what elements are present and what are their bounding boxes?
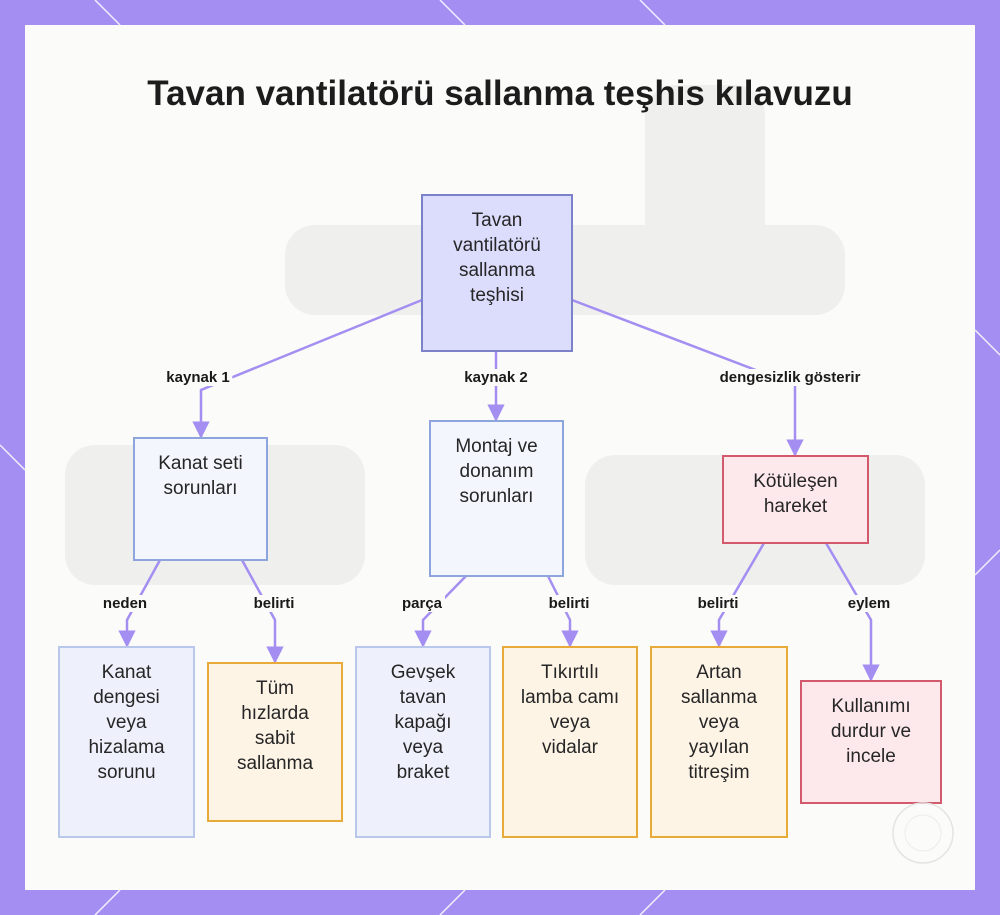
edge-label-kaynak-1: kaynak 1 <box>163 369 233 386</box>
node-blade-issues: Kanat seti sorunları <box>133 437 268 561</box>
edge-label-belirti-3: belirti <box>694 595 742 612</box>
edge-mount-rattle <box>546 575 579 648</box>
edge-worse-increasing <box>710 542 766 648</box>
node-constant-wobble: Tüm hızlarda sabit sallanma <box>207 662 343 822</box>
edge-label-dengesizlik: dengesizlik gösterir <box>716 369 864 386</box>
node-rattling-glass: Tıkırtılı lamba camı veya vidalar <box>502 646 638 838</box>
watermark-logo-icon <box>892 802 954 864</box>
page-title: Tavan vantilatörü sallanma teşhis kılavu… <box>147 74 853 113</box>
edge-worse-stop <box>824 542 880 682</box>
node-stop-inspect: Kullanımı durdur ve incele <box>800 680 942 804</box>
node-root: Tavan vantilatörü sallanma teşhisi <box>421 194 573 352</box>
node-increasing-wobble: Artan sallanma veya yayılan titreşim <box>650 646 788 838</box>
node-worsening-motion: Kötüleşen hareket <box>722 455 869 544</box>
edge-label-neden: neden <box>99 595 151 612</box>
node-blade-balance: Kanat dengesi veya hizalama sorunu <box>58 646 195 838</box>
edge-label-belirti-1: belirti <box>250 595 298 612</box>
node-loose-canopy: Gevşek tavan kapağı veya braket <box>355 646 491 838</box>
node-mount-issues: Montaj ve donanım sorunları <box>429 420 564 577</box>
edge-label-kaynak-2: kaynak 2 <box>461 369 531 386</box>
edge-blade-constant <box>240 559 284 664</box>
edge-label-eylem: eylem <box>844 595 894 612</box>
edge-label-parca: parça <box>398 595 446 612</box>
edge-mount-loose <box>414 575 467 648</box>
edge-label-belirti-2: belirti <box>545 595 593 612</box>
edge-blade-balance <box>118 559 162 648</box>
edge-root-blade <box>192 298 423 439</box>
